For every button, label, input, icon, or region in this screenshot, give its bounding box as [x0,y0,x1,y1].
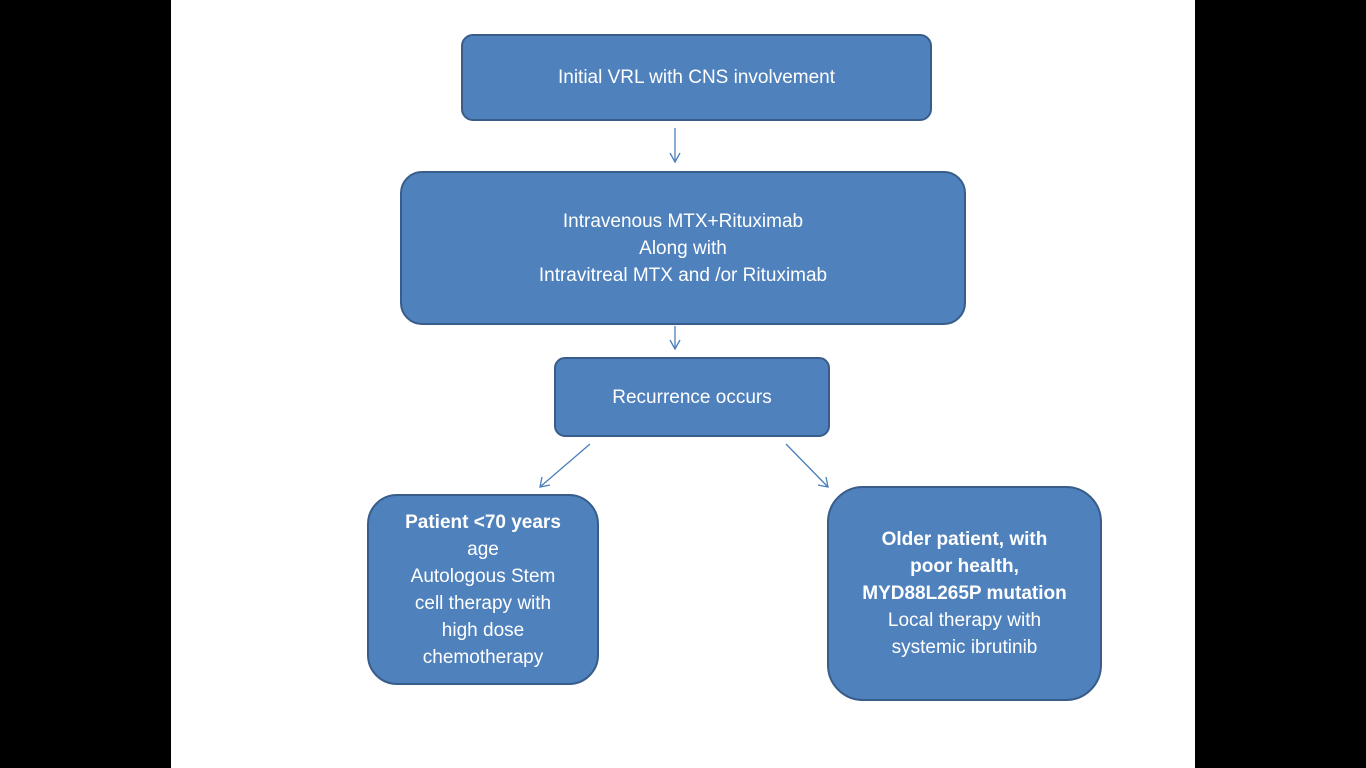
young-patient-line-2: Autologous Stem [410,565,556,587]
older-patient-heading-1: Older patient, with [881,529,1048,550]
recurrence-label: Recurrence occurs [612,386,772,408]
young-patient-line-5: chemotherapy [422,646,544,668]
treatment-box: Intravenous MTX+Rituximab Along with Int… [400,171,966,325]
older-patient-box: Older patient, with poor health, MYD88L2… [827,486,1102,701]
older-patient-heading-3: MYD88L265P mutation [862,583,1067,604]
older-patient-heading-2: poor health, [910,556,1019,577]
older-patient-line-2: systemic ibrutinib [891,637,1038,658]
young-patient-heading: Patient <70 years [405,511,561,533]
recurrence-box: Recurrence occurs [554,357,830,437]
older-patient-line-1: Local therapy with [887,610,1042,631]
young-patient-line-4: high dose [441,619,525,641]
initial-vrl-label: Initial VRL with CNS involvement [557,67,835,88]
young-patient-line-1: age [467,538,499,560]
young-patient-line-3: cell therapy with [414,592,552,614]
initial-vrl-box: Initial VRL with CNS involvement [461,34,932,121]
treatment-line-1: Intravenous MTX+Rituximab [562,210,804,232]
treatment-line-2: Along with [639,237,727,259]
young-patient-box: Patient <70 years age Autologous Stem ce… [367,494,599,685]
treatment-line-3: Intravitreal MTX and /or Rituximab [538,264,828,286]
